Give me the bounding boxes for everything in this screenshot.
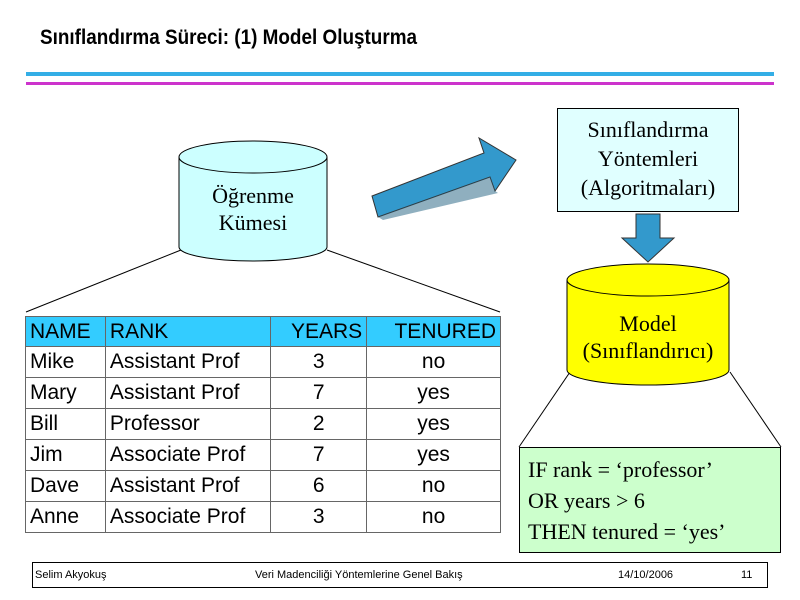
classification-rule-box: IF rank = ‘professor’ OR years > 6 THEN …	[519, 447, 781, 553]
footer-author: Selim Akyokuş	[35, 569, 107, 581]
cell-name: Bill	[25, 408, 106, 440]
slide-footer: Selim Akyokuş Veri Madenciliği Yöntemler…	[32, 562, 768, 588]
methods-line-3: (Algoritmaları)	[580, 175, 716, 200]
methods-line-2: Yöntemleri	[597, 146, 699, 171]
column-header-tenured: TENURED	[366, 316, 501, 347]
cell-name: Anne	[25, 501, 106, 533]
cell-years: 6	[270, 470, 368, 502]
training-data-table: NAME RANK YEARS TENURED Mike Assistant P…	[25, 316, 501, 533]
cell-tenured: yes	[366, 439, 501, 471]
table-row: Jim Associate Prof 7 yes	[25, 439, 501, 471]
column-header-years: YEARS	[270, 316, 368, 347]
column-header-name: NAME	[25, 316, 106, 347]
cell-years: 2	[270, 408, 368, 440]
training-funnel-left-line	[25, 249, 182, 313]
table-row: Mike Assistant Prof 3 no	[25, 346, 501, 378]
classification-methods-box: Sınıflandırma Yöntemleri (Algoritmaları)	[557, 108, 739, 212]
cell-tenured: no	[366, 470, 501, 502]
cell-years: 7	[270, 439, 368, 471]
model-funnel-right-line	[729, 371, 782, 448]
rule-line-2: OR years > 6	[528, 488, 645, 513]
training-set-label: Öğrenme Kümesi	[212, 183, 294, 235]
training-set-cylinder	[178, 140, 328, 262]
table-row: Anne Associate Prof 3 no	[25, 501, 501, 533]
cell-rank: Associate Prof	[104, 439, 272, 471]
cell-name: Jim	[25, 439, 106, 471]
footer-date: 14/10/2006	[618, 569, 674, 581]
methods-line-1: Sınıflandırma	[587, 117, 709, 142]
training-funnel-right-line	[326, 249, 501, 313]
cell-tenured: no	[366, 346, 501, 378]
page-title: Sınıflandırma Süreci: (1) Model Oluşturm…	[40, 26, 418, 49]
cell-rank: Professor	[104, 408, 272, 440]
cell-tenured: yes	[366, 408, 501, 440]
footer-course: Veri Madenciliği Yöntemlerine Genel Bakı…	[255, 569, 463, 581]
model-label: Model (Sınıflandırıcı)	[582, 311, 714, 363]
cell-tenured: no	[366, 501, 501, 533]
column-header-rank: RANK	[104, 316, 272, 347]
cell-rank: Assistant Prof	[104, 346, 272, 378]
cell-name: Mary	[25, 377, 106, 409]
cell-years: 7	[270, 377, 368, 409]
cell-tenured: yes	[366, 377, 501, 409]
model-funnel-left-line	[518, 371, 571, 448]
rule-line-1: IF rank = ‘professor’	[528, 457, 713, 482]
title-divider-magenta	[26, 82, 774, 85]
table-row: Dave Assistant Prof 6 no	[25, 470, 501, 502]
cell-name: Dave	[25, 470, 106, 502]
model-cylinder	[566, 263, 730, 386]
footer-page-number: 11	[741, 569, 753, 581]
arrow-to-methods-icon	[371, 136, 517, 220]
cell-rank: Assistant Prof	[104, 377, 272, 409]
table-row: Mary Assistant Prof 7 yes	[25, 377, 501, 409]
cell-years: 3	[270, 501, 368, 533]
cell-rank: Assistant Prof	[104, 470, 272, 502]
table-row: Bill Professor 2 yes	[25, 408, 501, 440]
arrow-to-model-icon	[620, 213, 676, 263]
table-header-row: NAME RANK YEARS TENURED	[25, 316, 501, 347]
cell-name: Mike	[25, 346, 106, 378]
cell-rank: Associate Prof	[104, 501, 272, 533]
rule-line-3: THEN tenured = ‘yes’	[528, 519, 726, 544]
title-divider-cyan	[26, 72, 774, 76]
cell-years: 3	[270, 346, 368, 378]
